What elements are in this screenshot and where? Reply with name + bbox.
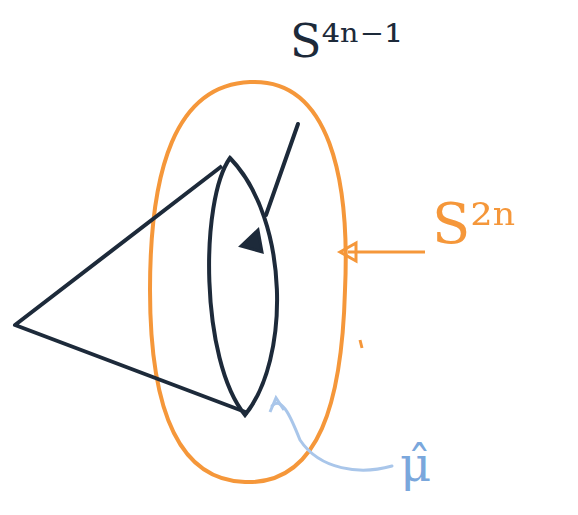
leader-arrow — [348, 251, 425, 254]
marker — [241, 230, 262, 252]
arrow-head — [270, 398, 284, 412]
leader-line — [266, 124, 298, 215]
sphere-outline — [150, 82, 346, 482]
cone-base — [209, 158, 277, 415]
sphere-label: S⁴ⁿ⁻¹ — [290, 18, 403, 64]
map-label: μ̂ — [400, 440, 431, 488]
sphere-label: S²ⁿ — [432, 196, 517, 252]
leader-line — [272, 403, 392, 470]
tick-mark — [360, 340, 362, 348]
arrow-head — [340, 243, 356, 261]
